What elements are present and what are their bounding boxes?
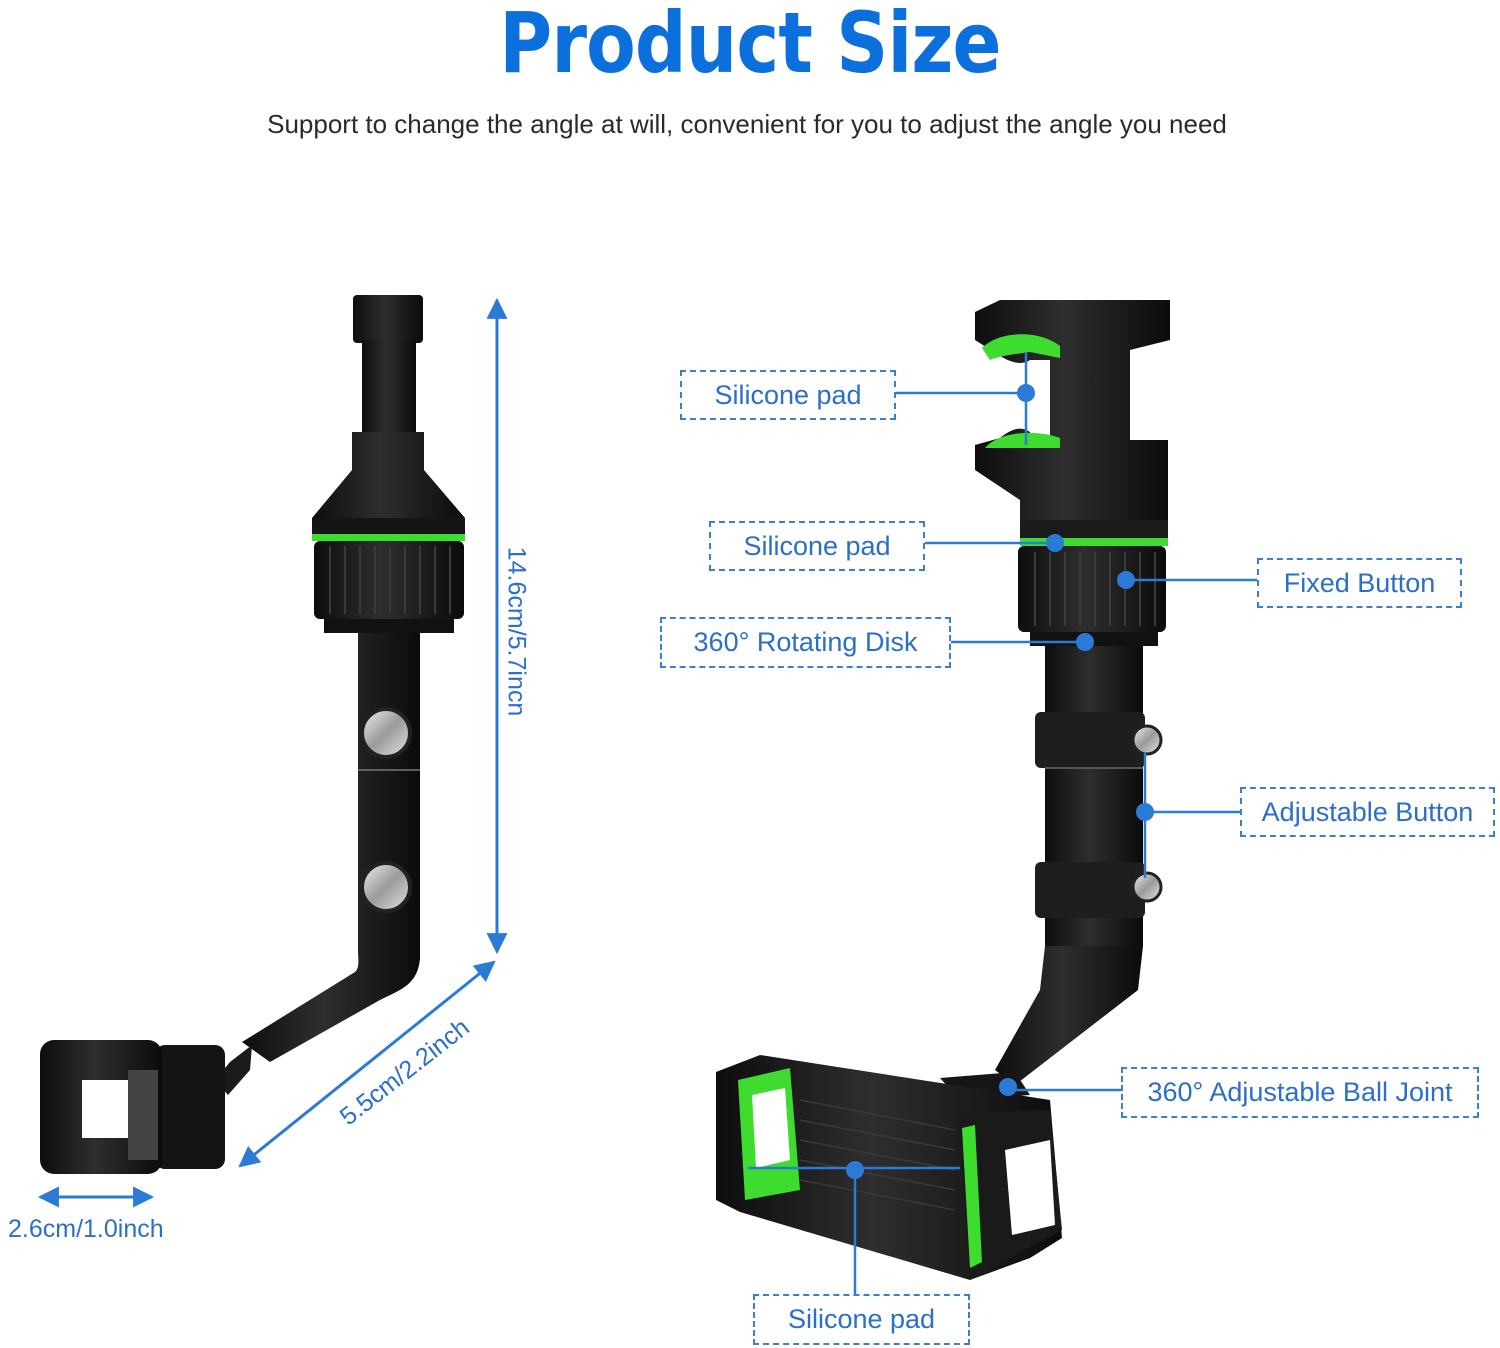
right-holder-front-view bbox=[716, 300, 1170, 1280]
arm-length-arrow bbox=[238, 960, 496, 1168]
callout-leaders bbox=[748, 352, 1258, 1295]
callout-ball-joint: 360° Adjustable Ball Joint bbox=[1121, 1067, 1479, 1118]
height-dimension-label: 14.6cm/5.7incn bbox=[502, 546, 531, 717]
callout-dot bbox=[999, 1078, 1017, 1096]
callout-dot bbox=[1117, 571, 1135, 589]
callout-silicone-pad-top: Silicone pad bbox=[680, 370, 896, 420]
callout-silicone-pad-ring: Silicone pad bbox=[709, 521, 925, 571]
callout-fixed-button: Fixed Button bbox=[1257, 558, 1462, 608]
callout-dot bbox=[846, 1161, 864, 1179]
callout-rotating-disk: 360° Rotating Disk bbox=[660, 617, 951, 668]
callout-dot bbox=[1136, 803, 1154, 821]
left-holder-side-view bbox=[40, 295, 465, 1174]
page-subtitle: Support to change the angle at will, con… bbox=[267, 109, 1227, 139]
callout-dot bbox=[1017, 384, 1035, 402]
callout-silicone-pad-bottom: Silicone pad bbox=[753, 1294, 970, 1345]
callout-adjustable-button: Adjustable Button bbox=[1240, 787, 1495, 837]
callout-dot bbox=[1076, 633, 1094, 651]
page-title: Product Size bbox=[499, 0, 1001, 92]
clamp-width-dimension-label: 2.6cm/1.0inch bbox=[8, 1215, 164, 1243]
callout-dot bbox=[1046, 534, 1064, 552]
